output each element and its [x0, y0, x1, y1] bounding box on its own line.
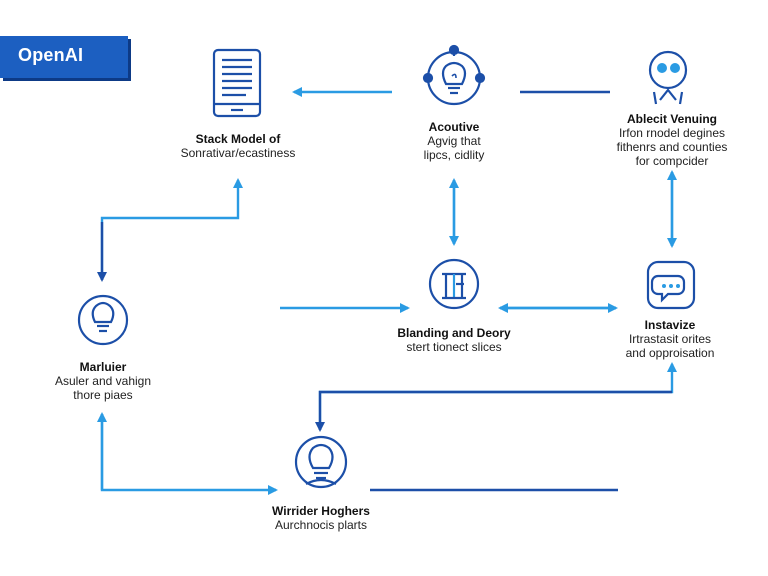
- lightbulb-gear-icon: [422, 44, 486, 106]
- node-title: Wirrider Hoghers: [272, 504, 370, 518]
- openai-badge: OpenAI: [0, 36, 128, 78]
- node-ablecit: Ablecit Venuing Irfon rnodel degines fit…: [617, 112, 728, 168]
- tablet-icon: [212, 48, 262, 118]
- node-marluier: Marluier Asuler and vahign thore piaes: [55, 360, 151, 402]
- node-desc: Irtrastasit orites: [628, 332, 712, 346]
- node-desc: Sonrativar/ecastiness: [180, 146, 296, 160]
- node-desc: and opproisation: [625, 346, 715, 360]
- node-title: Acoutive: [428, 120, 480, 134]
- badge-label: OpenAI: [18, 45, 84, 65]
- arrow-marluier-wirrider: [100, 414, 278, 495]
- node-wirrider: Wirrider Hoghers Aurchnocis plarts: [272, 504, 370, 532]
- arrow-wirrider-instavize: [318, 362, 677, 430]
- people-icon: [648, 50, 688, 105]
- node-blanding: Blanding and Deory stert tionect slices: [397, 326, 510, 354]
- node-desc: Agvig that: [427, 134, 481, 148]
- node-desc: Asuler and vahign: [54, 374, 152, 388]
- lightbulb-icon: [77, 294, 129, 346]
- node-instavize: Instavize Irtrastasit orites and opprois…: [626, 318, 715, 360]
- arrow-marluier-to-stack: [100, 178, 243, 280]
- node-desc: for compcider: [635, 154, 709, 168]
- node-desc: thore piaes: [73, 388, 133, 402]
- node-title: Ablecit Venuing: [626, 112, 717, 126]
- chat-icon: [646, 260, 696, 310]
- node-title: Blanding and Deory: [397, 326, 511, 340]
- node-desc: lipcs, cidlity: [423, 148, 485, 162]
- node-desc: Irfon rnodel degines: [618, 126, 726, 140]
- node-title: Marluier: [79, 360, 127, 374]
- node-title: Instavize: [644, 318, 696, 332]
- head-bulb-icon: [294, 435, 348, 489]
- node-stack: Stack Model of Sonrativar/ecastiness: [181, 132, 296, 160]
- node-desc: fithenrs and counties: [616, 140, 728, 154]
- arrow-instavize-wirrider: [315, 390, 672, 432]
- pillar-icon: [428, 258, 480, 310]
- node-acoutive: Acoutive Agvig that lipcs, cidlity: [424, 120, 485, 162]
- node-title: Stack Model of: [195, 132, 281, 146]
- node-desc: Aurchnocis plarts: [274, 518, 368, 532]
- node-desc: stert tionect slices: [406, 340, 502, 354]
